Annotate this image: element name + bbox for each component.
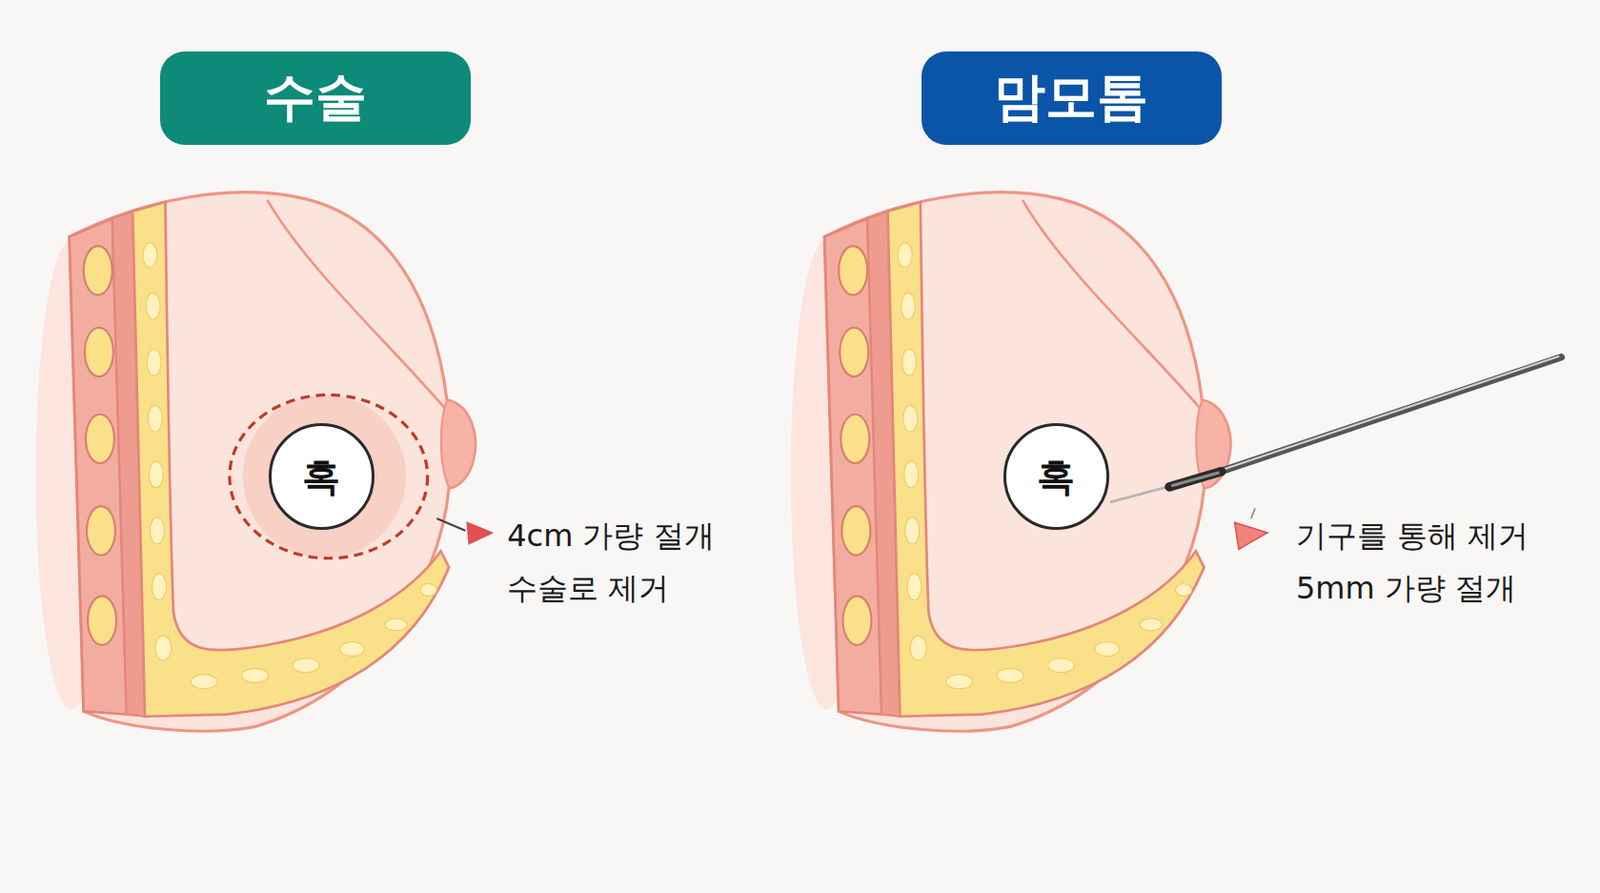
surgery-zone — [243, 394, 406, 558]
needle-tip — [1110, 486, 1172, 503]
lump-circle: 혹 — [268, 423, 375, 529]
node-text: 혹 — [1036, 450, 1075, 504]
pointer — [1235, 522, 1268, 549]
breast-right — [790, 192, 1231, 731]
pointer — [465, 521, 494, 546]
leader-line — [1251, 507, 1256, 519]
leader-line — [436, 518, 466, 531]
callout-text: 4cm 가량 절개 수술로 제거 — [506, 509, 746, 615]
needle-rod — [1214, 357, 1561, 474]
node-text: 수술 — [263, 62, 367, 133]
callout-text: 기구를 통해 제거 5mm 가량 절개 — [1296, 509, 1563, 615]
dashed-cut — [229, 394, 428, 558]
title-pill: 맘모톰 — [921, 51, 1222, 146]
node-text: 맘모톰 — [993, 62, 1149, 133]
node-text: 혹 — [302, 450, 341, 504]
needle-highlight — [1214, 356, 1560, 473]
lump-circle: 혹 — [1003, 423, 1110, 529]
breast-left — [35, 192, 475, 731]
title-pill: 수술 — [160, 51, 471, 146]
needle-tube — [1169, 471, 1222, 487]
needle-tube-highlight — [1171, 472, 1219, 487]
